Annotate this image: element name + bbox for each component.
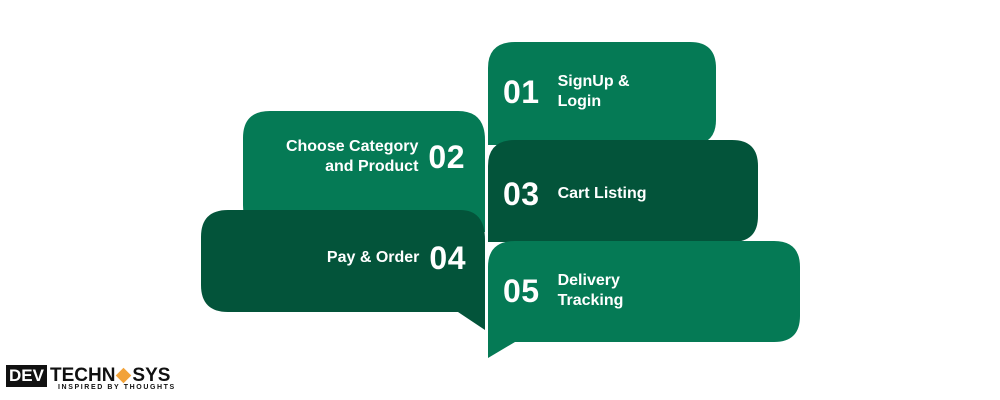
step-label: SignUp &Login: [557, 73, 630, 110]
step-number: 05: [503, 272, 540, 309]
step-number: 01: [503, 73, 540, 110]
step-label: Cart Listing: [557, 185, 647, 202]
code-hexagon-icon: [116, 367, 132, 384]
step-04: Pay & Order 04: [201, 236, 466, 280]
step-01-shape: [488, 42, 716, 145]
step-02-shape: [243, 111, 485, 232]
step-01: 01 SignUp &Login: [503, 60, 713, 124]
step-label: Pay & Order: [326, 249, 420, 266]
logo-dev-mark: DEV: [6, 365, 47, 387]
logo-tagline: INSPIRED BY THOUGHTS: [58, 384, 176, 391]
step-number: 04: [429, 239, 466, 276]
step-05-shape: [488, 241, 800, 358]
step-number: 02: [428, 138, 465, 175]
step-03-shape: [488, 140, 758, 242]
step-04-shape: [201, 210, 485, 330]
step-number: 03: [503, 175, 540, 212]
step-03: 03 Cart Listing: [503, 172, 753, 216]
